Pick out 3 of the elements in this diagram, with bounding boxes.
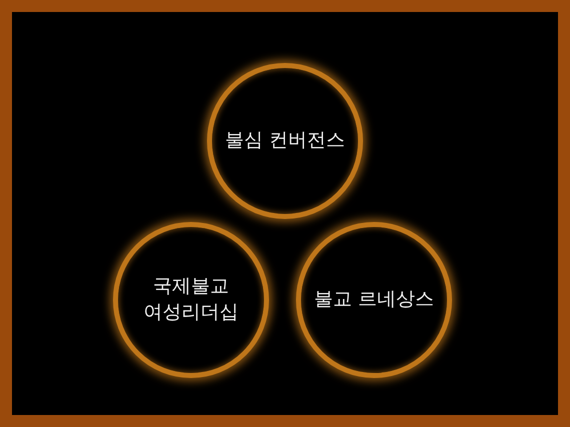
circle-label: 불교 르네상스 (314, 287, 434, 312)
circle-label: 국제불교 여성리더십 (142, 274, 240, 325)
circle-label: 불심 컨버전스 (224, 128, 346, 154)
